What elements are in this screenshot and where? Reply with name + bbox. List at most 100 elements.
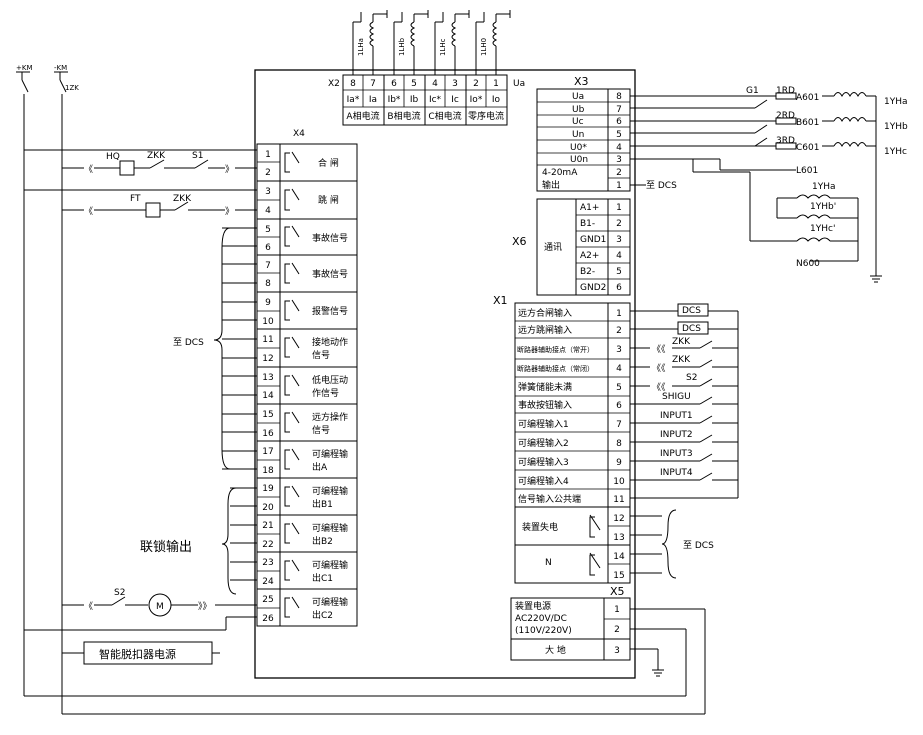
x1-zkk: ZKK: [672, 337, 691, 347]
top-current-transformers: 1LHa 1LHb 1LHc 1LH0: [352, 10, 511, 75]
x6-label: 通讯: [544, 242, 562, 253]
x1-label: 事故按钮输入: [518, 399, 572, 411]
x3-pin: 2: [616, 168, 622, 178]
x1-label: 远方跳闸输入: [518, 324, 572, 336]
x4-pin: 7: [265, 261, 271, 271]
x1-dcs: DCS: [682, 324, 701, 334]
fuse-label: 1RD: [776, 86, 795, 96]
x1-pin: 3: [616, 345, 622, 355]
x2-pin: 7: [370, 79, 376, 89]
pkm-label: +KM: [16, 64, 33, 72]
x4-title: X4: [293, 129, 305, 139]
svg-text:《《: 《《: [652, 344, 666, 355]
l601-label: L601: [796, 166, 818, 176]
ct-label: 1LHa: [357, 38, 365, 56]
x2-label: Io: [492, 95, 501, 105]
x4-pin: 24: [262, 577, 274, 587]
x1-pin: 7: [616, 420, 622, 430]
fuse-wire: B601: [796, 118, 819, 128]
x1-label: 信号输入公共端: [518, 493, 581, 505]
ct-label: 1LHc: [439, 38, 447, 56]
svg-text:《《: 《《: [652, 363, 666, 374]
svg-text:》》: 》》: [198, 601, 212, 612]
zkk1-label: ZKK: [147, 151, 166, 161]
g1-label: G1: [746, 86, 759, 96]
x2-label: Ic*: [429, 95, 442, 105]
relay1-label: 装置失电: [522, 521, 558, 533]
x4-pin: 5: [265, 225, 271, 235]
x4-pin: 20: [262, 503, 274, 513]
ct-label: 1LHb: [398, 37, 406, 56]
x4-pin: 13: [262, 373, 273, 383]
svg-text:《《: 《《: [652, 382, 666, 393]
od-label: 1YHc': [810, 224, 835, 234]
x1-block: X1 远方合闸输入 远方跳闸输入 断路器辅助接点（常开） 断路器辅助接点（常闭）…: [493, 294, 631, 584]
x6-row-label: B2-: [580, 267, 595, 277]
x3-label: 输出: [542, 179, 560, 191]
x5-ground-label: 大 地: [545, 644, 566, 656]
x4-pin: 17: [262, 447, 273, 457]
x6-pin: 5: [616, 267, 622, 277]
x1-input: INPUT4: [660, 468, 693, 478]
x6-pin: 4: [616, 251, 622, 261]
x6-title: X6: [512, 235, 527, 248]
x4-relay-label: 可编程输: [312, 596, 348, 608]
x3-label: U0n: [570, 155, 588, 165]
x4-relay-label: 信号: [312, 424, 330, 436]
x4-pin: 12: [262, 354, 273, 364]
x2-pin: 4: [432, 79, 438, 89]
x4-pin: 10: [262, 317, 274, 327]
x1-pin: 11: [613, 495, 624, 505]
x4-relay-label: 出B1: [312, 498, 333, 510]
od-label: 1YHb': [810, 202, 836, 212]
x2-pin: 6: [391, 79, 397, 89]
x4-pin: 3: [265, 187, 271, 197]
x3-label: U0*: [570, 143, 587, 153]
x1-pin: 10: [613, 477, 625, 487]
x2-group: B相电流: [387, 110, 420, 122]
x1-pin: 8: [616, 439, 622, 449]
x1-label: 断路器辅助接点（常开）: [517, 345, 594, 354]
right-pt-wiring: G1 1RD A601 2RD B601 3RD C601 1YHa 1YHb …: [630, 86, 908, 283]
pt-out: 1YHa: [884, 97, 908, 107]
x4-relay-label: 信号: [312, 349, 330, 361]
zkk2-label: ZKK: [173, 194, 192, 204]
x4-contact-symbols: [284, 151, 300, 618]
fuse-wire: C601: [796, 143, 819, 153]
svg-text:》: 》: [225, 206, 234, 217]
pt-out: 1YHb: [884, 122, 908, 132]
ft-label: FT: [130, 194, 141, 204]
x4-relay-label: 低电压动: [312, 374, 348, 386]
x4-relay-label: 作信号: [312, 387, 339, 399]
x4-relay-label: 合 闸: [318, 157, 339, 169]
x2-block: X2 Ua 8 7 6 5 4 3 2 1 Ia* Ia Ib* Ib Ic* …: [328, 74, 525, 126]
x4-pin: 26: [262, 614, 274, 624]
left-to-dcs: 至 DCS: [173, 337, 204, 348]
x5-power-line: 装置电源: [515, 600, 551, 612]
x3-title: X3: [574, 75, 589, 88]
x6-pin: 1: [616, 203, 622, 213]
x4-relay-label: 报警信号: [312, 305, 348, 317]
fuse-wire: A601: [796, 93, 819, 103]
x1-input: INPUT3: [660, 449, 693, 459]
x1-external: DCS DCS 《《 ZKK 《《 ZKK 《《 S2 SHIGU INPUT1: [630, 303, 739, 579]
x2-pin: 1: [493, 79, 499, 89]
x5-ground-pin: 3: [614, 646, 620, 656]
x3-label: 4-20mA: [542, 168, 578, 178]
x4-pin: 2: [265, 168, 271, 178]
x4-relay-label: 远方操作: [312, 411, 348, 423]
x6-block: X6 通讯 A1+ B1- GND1 A2+ B2- GND2 1 2 3 4 …: [512, 198, 631, 296]
x3-pin: 5: [616, 130, 622, 140]
x2-pin: 5: [411, 79, 417, 89]
x4-pin: 14: [262, 391, 274, 401]
x1-to-dcs: 至 DCS: [683, 540, 714, 551]
x6-pin: 3: [616, 235, 622, 245]
x1-input: INPUT1: [660, 411, 693, 421]
x3-label: Ua: [572, 92, 584, 102]
ct-label: 1LH0: [480, 38, 488, 56]
svg-text:《: 《: [84, 601, 93, 612]
x2-label: Io*: [470, 95, 483, 105]
svg-text:《: 《: [84, 164, 93, 175]
left-wiring: +KM -KM 1ZK 《 》 HQ ZKK S1 《: [16, 64, 257, 714]
x1-pin: 6: [616, 401, 622, 411]
